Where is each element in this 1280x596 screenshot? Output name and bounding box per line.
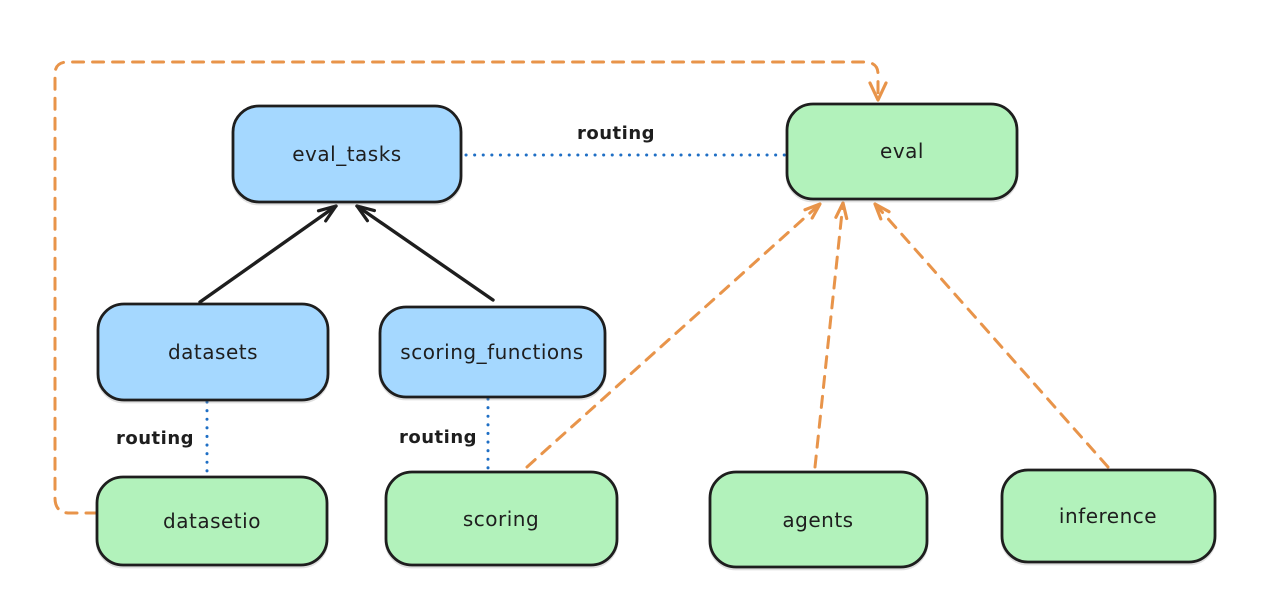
node-label: scoring_functions bbox=[400, 340, 583, 364]
node-label: eval_tasks bbox=[292, 142, 401, 166]
node-box bbox=[231, 104, 463, 204]
node-eval: eval bbox=[785, 102, 1019, 201]
edge-datasetio-to-eval bbox=[53, 60, 888, 515]
edge-scoring-functions-to-scoring: routing bbox=[399, 397, 490, 471]
arrowhead-icon bbox=[316, 204, 338, 223]
edge-line bbox=[525, 202, 822, 469]
edge-scoring-functions-to-eval-tasks bbox=[355, 204, 495, 302]
node-datasets: datasets bbox=[96, 302, 330, 402]
node-box bbox=[378, 305, 607, 399]
node-label: eval bbox=[880, 139, 924, 163]
node-label: agents bbox=[782, 508, 853, 532]
node-box bbox=[1000, 468, 1217, 564]
edge-scoring-to-eval bbox=[525, 202, 822, 469]
edge-line bbox=[873, 202, 1110, 469]
edge-datasets-to-datasetio: routing bbox=[116, 400, 209, 476]
node-agents: agents bbox=[708, 470, 929, 569]
edge-inference-to-eval bbox=[873, 202, 1110, 469]
node-box bbox=[708, 470, 929, 569]
edge-eval-tasks-to-eval: routing bbox=[464, 123, 787, 157]
node-scoring: scoring bbox=[384, 470, 619, 567]
node-scoring-functions: scoring_functions bbox=[378, 305, 607, 399]
node-label: inference bbox=[1059, 504, 1157, 528]
edge-line bbox=[53, 60, 880, 515]
edge-line bbox=[813, 201, 845, 469]
edge-line bbox=[355, 204, 495, 302]
arrowhead-icon bbox=[803, 202, 822, 220]
arrowhead-icon bbox=[873, 202, 891, 221]
node-label: scoring bbox=[463, 507, 539, 531]
node-label: datasets bbox=[168, 340, 258, 364]
edge-label-routing-left: routing bbox=[116, 428, 194, 449]
node-box bbox=[384, 470, 619, 567]
node-box bbox=[785, 102, 1019, 201]
edge-label-routing-middle: routing bbox=[399, 427, 477, 448]
node-datasetio: datasetio bbox=[95, 475, 329, 567]
arrowhead-icon bbox=[355, 204, 376, 223]
node-eval-tasks: eval_tasks bbox=[231, 104, 463, 204]
arrowhead-icon bbox=[868, 81, 888, 102]
edge-datasets-to-eval-tasks bbox=[198, 204, 338, 304]
edge-label-routing-top: routing bbox=[577, 123, 655, 144]
node-box bbox=[96, 302, 330, 402]
arrowhead-icon bbox=[834, 201, 849, 221]
node-inference: inference bbox=[1000, 468, 1217, 564]
node-box bbox=[95, 475, 329, 567]
edge-line bbox=[198, 204, 338, 304]
edge-agents-to-eval bbox=[813, 201, 849, 469]
node-label: datasetio bbox=[163, 509, 261, 533]
